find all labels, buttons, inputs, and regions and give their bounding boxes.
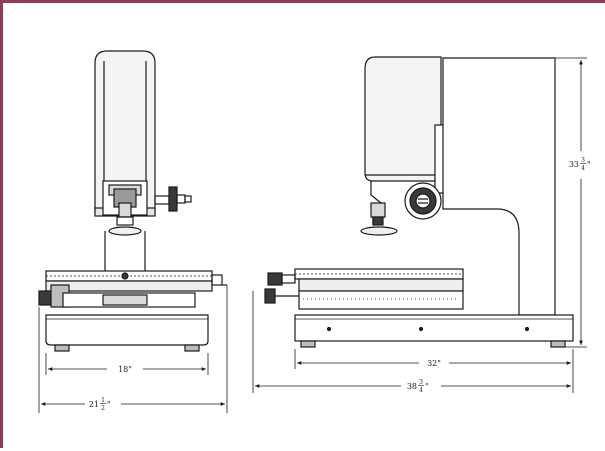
side-length-whole: 38: [407, 382, 417, 391]
side-height-den: 4: [581, 165, 585, 172]
side-height-num: 3: [581, 157, 585, 164]
side-c-frame: [439, 57, 556, 316]
front-width-num: 1: [101, 397, 105, 404]
side-base-length-label: 32": [427, 359, 441, 368]
side-base: [294, 314, 574, 348]
front-overall-width-label: 21 1 2 ": [89, 397, 111, 412]
side-base-dimension: [294, 349, 574, 369]
side-objective: [360, 181, 398, 236]
front-width-whole: 21: [89, 400, 99, 409]
front-base-depth-label: 18": [118, 365, 132, 374]
side-length-num: 3: [419, 379, 423, 386]
front-overall-dimension: [38, 285, 228, 413]
side-height-dimension: [555, 57, 587, 348]
side-height-label: 33 3 4 ": [569, 157, 591, 172]
front-focus-knob: [154, 186, 192, 212]
side-length-den: 4: [419, 387, 423, 394]
side-height-whole: 33: [569, 160, 579, 169]
front-width-den: 2: [101, 405, 105, 412]
front-view: [38, 50, 227, 352]
side-view: [264, 56, 574, 348]
side-height-unit: ": [587, 160, 591, 169]
side-head-housing: [364, 56, 444, 194]
front-optics-head: [102, 180, 148, 236]
side-overall-length-label: 38 3 4 ": [407, 379, 429, 394]
front-stage: [38, 270, 227, 308]
side-overall-dimension: [252, 291, 574, 393]
side-stage: [264, 268, 464, 310]
front-base-dimension: [45, 353, 209, 375]
front-width-unit: ": [107, 400, 111, 409]
side-focus-wheel: [404, 182, 442, 220]
front-base: [45, 314, 209, 352]
side-length-unit: ": [425, 382, 429, 391]
machine-drawing: 18" 21 1 2 ": [38, 50, 591, 413]
